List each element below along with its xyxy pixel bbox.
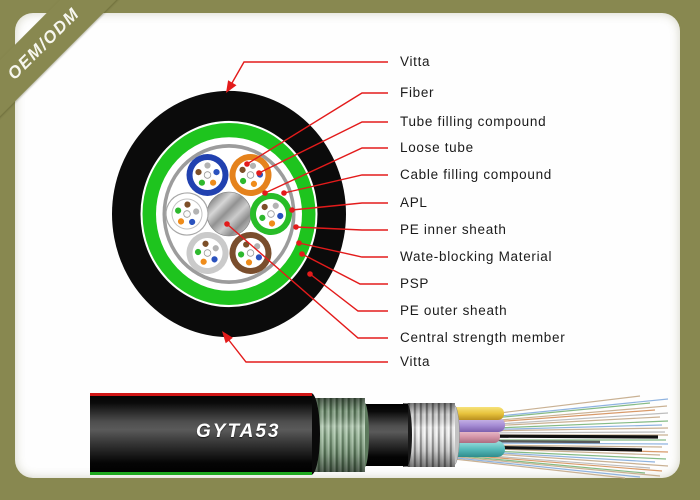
central-strength-member (206, 191, 252, 237)
buffer-tube-yellow (448, 407, 504, 420)
loose-tube-brown (229, 232, 272, 274)
jacket-green-stripe (90, 472, 312, 475)
loose-tube-silver (186, 232, 229, 274)
arrowhead-vitta-top (226, 80, 237, 93)
part-label-tube-filling-compound: Tube filling compound (400, 114, 547, 129)
part-label-vitta-top: Vitta (400, 54, 431, 69)
loose-tube-orange (229, 154, 272, 196)
part-label-pe-inner-sheath: PE inner sheath (400, 222, 507, 237)
part-label-central-strength: Central strength member (400, 330, 566, 345)
part-label-psp: PSP (400, 276, 430, 291)
jacket-red-stripe (90, 393, 312, 396)
buffer-tube-pink (448, 430, 500, 443)
part-label-fiber: Fiber (400, 85, 435, 100)
cable-cross-section (112, 90, 346, 338)
part-label-vitta-bottom: Vitta (400, 354, 431, 369)
loose-tube-white (165, 192, 209, 236)
part-label-loose-tube: Loose tube (400, 140, 474, 155)
part-label-apl: APL (400, 195, 428, 210)
cable-model-label: GYTA53 (196, 421, 281, 442)
buffer-tube-teal (448, 441, 505, 457)
outer-jacket (90, 393, 320, 475)
part-label-cable-filling-compound: Cable filling compound (400, 167, 552, 182)
callout-endpoints (222, 80, 313, 344)
arrowhead-vitta-bottom (222, 331, 233, 344)
callout-lines (226, 61, 388, 363)
part-label-water-blocking: Wate-blocking Material (400, 249, 553, 264)
cable-3d-render (90, 393, 669, 479)
loose-tube-green (250, 193, 292, 235)
buffer-tube-purple (448, 418, 505, 432)
loose-tube-blue (186, 154, 229, 196)
part-label-pe-outer-sheath: PE outer sheath (400, 303, 508, 318)
buffer-tubes (448, 407, 505, 457)
